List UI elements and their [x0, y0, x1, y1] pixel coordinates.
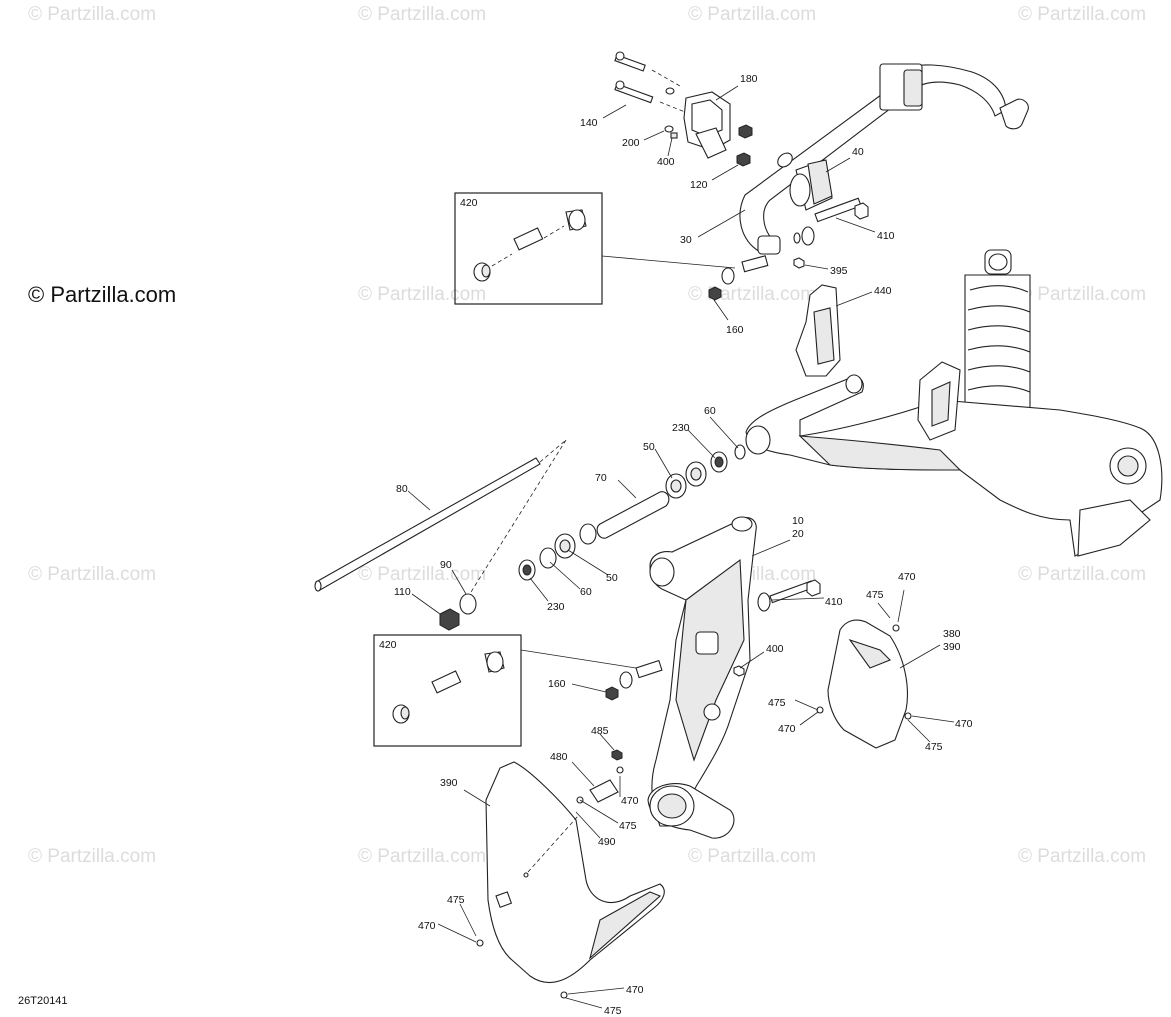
callout-label: 475 — [604, 1005, 622, 1017]
callout-label: 480 — [550, 751, 568, 763]
watermark: © Partzilla.com — [1018, 4, 1146, 25]
callout-label: 470 — [418, 920, 436, 932]
watermark: © Partzilla.com — [358, 846, 486, 867]
callout-label: 80 — [396, 483, 408, 495]
watermark-layer: © Partzilla.com © Partzilla.com © Partzi… — [28, 4, 1146, 867]
detail-inset-box-lower: 420 — [373, 634, 637, 747]
watermark: © Partzilla.com — [688, 846, 816, 867]
callout-label: 160 — [548, 678, 566, 690]
callout-label: 390 — [943, 641, 961, 653]
watermark: © Partzilla.com — [28, 564, 156, 585]
diagram-code: 26T20141 — [18, 995, 68, 1007]
callout-label: 470 — [626, 984, 644, 996]
callout-label: 490 — [598, 836, 616, 848]
watermark: © Partzilla.com — [358, 564, 486, 585]
arm-guard-bottom — [476, 761, 665, 999]
watermark: © Partzilla.com — [688, 4, 816, 25]
callout-label: 390 — [440, 777, 458, 789]
callout-label: 60 — [580, 586, 592, 598]
watermark: © Partzilla.com — [28, 4, 156, 25]
bearing-spacer-row — [314, 439, 746, 631]
leader-lines — [407, 85, 955, 1009]
inset-label: 420 — [460, 197, 478, 209]
arm-guard-right — [816, 619, 912, 749]
callout-label: 470 — [621, 795, 639, 807]
watermark: © Partzilla.com — [358, 4, 486, 25]
callout-label: 30 — [680, 234, 692, 246]
shock-absorber — [964, 249, 1031, 485]
callout-label: 400 — [657, 156, 675, 168]
inset-label: 420 — [379, 639, 397, 651]
callout-label: 475 — [768, 697, 786, 709]
callout-label: 50 — [606, 572, 618, 584]
trailing-arm-assembly — [745, 361, 1163, 557]
brand-text: © Partzilla.com — [28, 282, 176, 307]
watermark: © Partzilla.com — [28, 846, 156, 867]
callout-label: 120 — [690, 179, 708, 191]
callout-label: 230 — [672, 422, 690, 434]
callout-label: 475 — [925, 741, 943, 753]
callout-label: 400 — [766, 643, 784, 655]
callout-label: 395 — [830, 265, 848, 277]
watermark: © Partzilla.com — [1018, 564, 1146, 585]
callout-label: 40 — [852, 146, 864, 158]
callout-label: 70 — [595, 472, 607, 484]
callout-label: 60 — [704, 405, 716, 417]
watermark: © Partzilla.com — [358, 284, 486, 305]
callout-label: 20 — [792, 528, 804, 540]
callout-label: 410 — [825, 596, 843, 608]
callout-labels: 180 140 200 400 120 40 30 410 395 440 16… — [394, 73, 973, 1017]
callout-label: 485 — [591, 725, 609, 737]
callout-label: 410 — [877, 230, 895, 242]
watermark: © Partzilla.com — [1018, 284, 1146, 305]
callout-label: 440 — [874, 285, 892, 297]
sway-bar-assembly — [614, 51, 1029, 377]
callout-label: 10 — [792, 515, 804, 527]
callout-label: 380 — [943, 628, 961, 640]
callout-label: 110 — [394, 586, 411, 598]
watermark: © Partzilla.com — [688, 284, 816, 305]
callout-label: 90 — [440, 559, 452, 571]
lower-control-arm — [576, 516, 821, 839]
callout-label: 160 — [726, 324, 744, 336]
callout-label: 470 — [898, 571, 916, 583]
callout-label: 200 — [622, 137, 640, 149]
callout-label: 140 — [580, 117, 598, 129]
callout-label: 180 — [740, 73, 758, 85]
callout-label: 230 — [547, 601, 565, 613]
callout-label: 470 — [955, 718, 973, 730]
callout-label: 470 — [778, 723, 796, 735]
callout-label: 475 — [447, 894, 465, 906]
detail-inset-box: 420 — [454, 192, 736, 305]
callout-label: 475 — [866, 589, 884, 601]
watermark: © Partzilla.com — [1018, 846, 1146, 867]
callout-label: 475 — [619, 820, 637, 832]
callout-label: 50 — [643, 441, 655, 453]
